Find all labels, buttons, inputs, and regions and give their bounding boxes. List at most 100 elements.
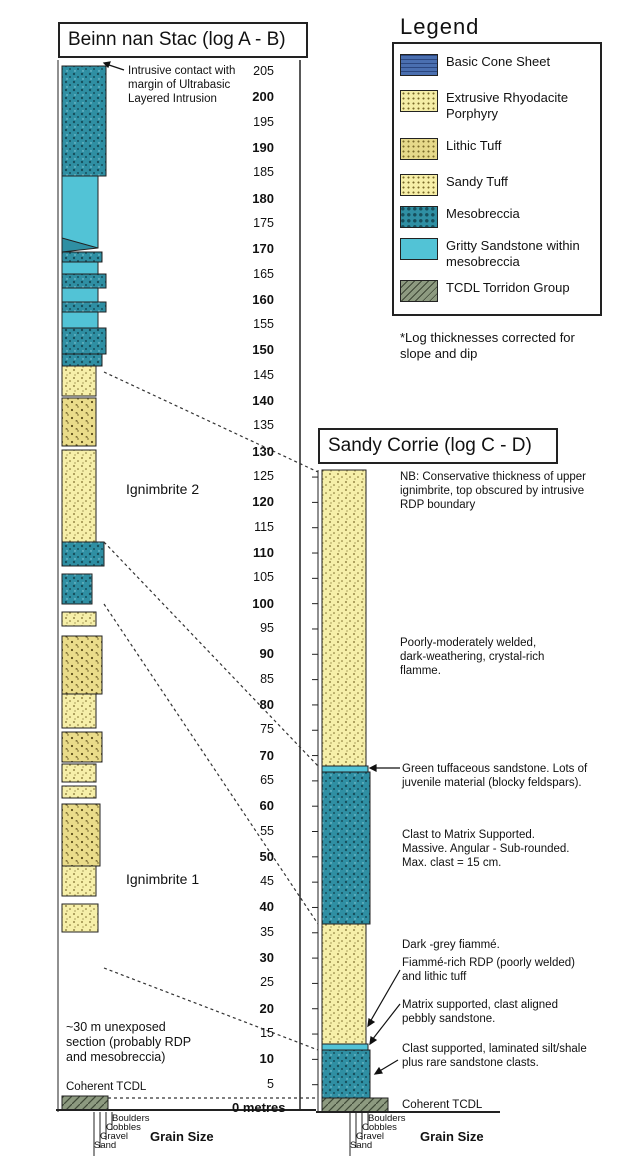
legend-item: Mesobreccia xyxy=(400,206,596,228)
ab-tick-label: 200 xyxy=(252,89,274,105)
ab-note-top: Intrusive contact with margin of Ultraba… xyxy=(128,65,236,105)
ab-tick-label: 55 xyxy=(260,823,274,838)
ab-grain-size-label: Grain Size xyxy=(150,1129,214,1144)
cd-note-top: NB: Conservative thickness of upper igni… xyxy=(400,471,587,511)
ab-zero-label: 0 metres xyxy=(232,1100,286,1115)
ab-tick-label: 190 xyxy=(252,139,274,155)
ab-tick-label: 140 xyxy=(252,393,274,409)
ab-tick-label: 125 xyxy=(253,469,274,484)
cd-unit-upper-ignimbrite xyxy=(321,469,367,767)
ab-unit-ignimbrite1-a xyxy=(61,635,103,695)
cd-unit-tcdl-base xyxy=(321,1097,389,1113)
legend-item: Gritty Sandstone within mesobreccia xyxy=(400,238,596,270)
grain-class-label: Cobbles xyxy=(362,1122,397,1133)
ab-unit-tcdl-base xyxy=(61,1095,109,1111)
ab-tick-label: 90 xyxy=(259,646,274,662)
ab-tick-label: 130 xyxy=(252,443,274,459)
legend-swatch xyxy=(400,280,438,302)
ab-tick-label: 25 xyxy=(260,975,274,990)
grain-class-label: Sand xyxy=(94,1140,117,1151)
grain-class-label: Gravel xyxy=(356,1131,384,1142)
ab-tick-label: 30 xyxy=(259,950,274,966)
legend-swatch xyxy=(400,206,438,228)
grain-class-label: Boulders xyxy=(112,1113,150,1124)
ab-tick-label: 115 xyxy=(254,519,274,534)
cd-note-welded: Poorly-moderately welded, dark-weatherin… xyxy=(400,637,545,677)
legend-footnote: *Log thicknesses corrected for slope and… xyxy=(400,330,575,361)
cd-note-green: Green tuffaceous sandstone. Lots of juve… xyxy=(402,763,588,789)
ab-tick-label: 180 xyxy=(252,190,274,206)
ab-tick-label: 160 xyxy=(252,291,274,307)
ab-tick-label: 60 xyxy=(259,798,274,814)
cd-note-matrix: Matrix supported, clast aligned pebbly s… xyxy=(402,999,558,1025)
ab-unexposed-note: ~30 m unexposed section (probably RDP an… xyxy=(66,1020,191,1064)
cd-note-laminated: Clast supported, laminated silt/shale pl… xyxy=(402,1043,587,1069)
ab-tick-label: 150 xyxy=(252,342,274,358)
ab-unit-mesobreccia-top xyxy=(61,65,107,177)
ab-tick-label: 40 xyxy=(259,899,274,915)
log-cd-title: Sandy Corrie (log C - D) xyxy=(328,435,532,456)
ab-base-label: Coherent TCDL xyxy=(66,1081,147,1093)
ab-tick-label: 185 xyxy=(253,165,274,180)
ab-tick-label: 45 xyxy=(260,874,274,889)
ab-tick-label: 205 xyxy=(253,64,274,78)
legend-swatch xyxy=(400,90,438,112)
ab-tick-label: 105 xyxy=(253,570,274,585)
ab-unit-mesobreccia-mid xyxy=(61,541,105,567)
legend-label: TCDL Torridon Group xyxy=(446,280,570,295)
ab-tick-label: 110 xyxy=(253,545,274,561)
ab-tick-label: 170 xyxy=(252,241,274,257)
log-ab-title: Beinn nan Stac (log A - B) xyxy=(68,29,286,50)
legend-label: Basic Cone Sheet xyxy=(446,54,551,69)
correlation-lines xyxy=(103,371,319,1099)
cd-ticks xyxy=(312,476,318,1086)
ab-ignimbrite2-label: Ignimbrite 2 xyxy=(126,481,200,497)
cd-note-base: Coherent TCDL xyxy=(402,1099,483,1111)
legend-label: Extrusive Rhyodacite Porphyry xyxy=(446,90,569,121)
ab-tick-label: 120 xyxy=(252,494,274,510)
ab-ignimbrite1-label: Ignimbrite 1 xyxy=(126,871,200,887)
cd-note-fiamme-dark: Dark -grey fiammé. xyxy=(402,939,500,951)
ab-tick-label: 85 xyxy=(260,671,274,686)
ab-tick-label: 100 xyxy=(252,595,274,611)
ab-tick-label: 70 xyxy=(259,747,274,763)
legend-swatch xyxy=(400,138,438,160)
legend-swatch xyxy=(400,238,438,260)
legend-item: TCDL Torridon Group xyxy=(400,280,596,302)
ab-tick-label: 65 xyxy=(260,772,274,787)
ab-tick-label: 75 xyxy=(260,722,274,737)
ab-tick-label: 195 xyxy=(253,114,274,129)
legend-swatch xyxy=(400,174,438,196)
ab-tick-label: 35 xyxy=(260,924,274,939)
cd-unit-laminated xyxy=(321,1049,371,1099)
annotation-arrows xyxy=(102,61,401,1075)
log-ab-title-box: Beinn nan Stac (log A - B) xyxy=(58,22,308,58)
legend-label: Lithic Tuff xyxy=(446,138,502,153)
grain-class-label: Sand xyxy=(350,1140,373,1151)
cd-note-fiamme-rich: Fiammé-rich RDP (poorly welded) and lith… xyxy=(402,957,575,983)
legend-item: Basic Cone Sheet xyxy=(400,54,596,76)
legend-label: Gritty Sandstone within mesobreccia xyxy=(446,238,580,269)
ab-tick-label: 5 xyxy=(267,1076,274,1091)
grain-size-scale-cd xyxy=(349,1112,369,1156)
log-cd-title-box: Sandy Corrie (log C - D) xyxy=(318,428,558,464)
ab-tick-label: 145 xyxy=(253,367,274,382)
cd-unit-lower-rdp xyxy=(321,923,367,1045)
grain-class-label: Gravel xyxy=(100,1131,128,1142)
ab-tick-label: 80 xyxy=(259,696,274,712)
ab-tick-label: 10 xyxy=(259,1051,274,1067)
ab-unit-ignimbrite2-a xyxy=(61,365,97,397)
ab-tick-label: 165 xyxy=(253,266,274,281)
legend-swatch xyxy=(400,54,438,76)
cd-grain-size-label: Grain Size xyxy=(420,1129,484,1144)
legend-title: Legend xyxy=(400,14,480,39)
ab-unit-gritty-sandstone xyxy=(61,175,99,249)
legend-item: Sandy Tuff xyxy=(400,174,596,196)
legend-item: Lithic Tuff xyxy=(400,138,596,160)
ab-tick-label: 175 xyxy=(253,215,274,230)
legend-label: Mesobreccia xyxy=(446,206,520,221)
ab-tick-label: 135 xyxy=(253,418,274,433)
grain-size-scale-ab xyxy=(93,1112,113,1156)
